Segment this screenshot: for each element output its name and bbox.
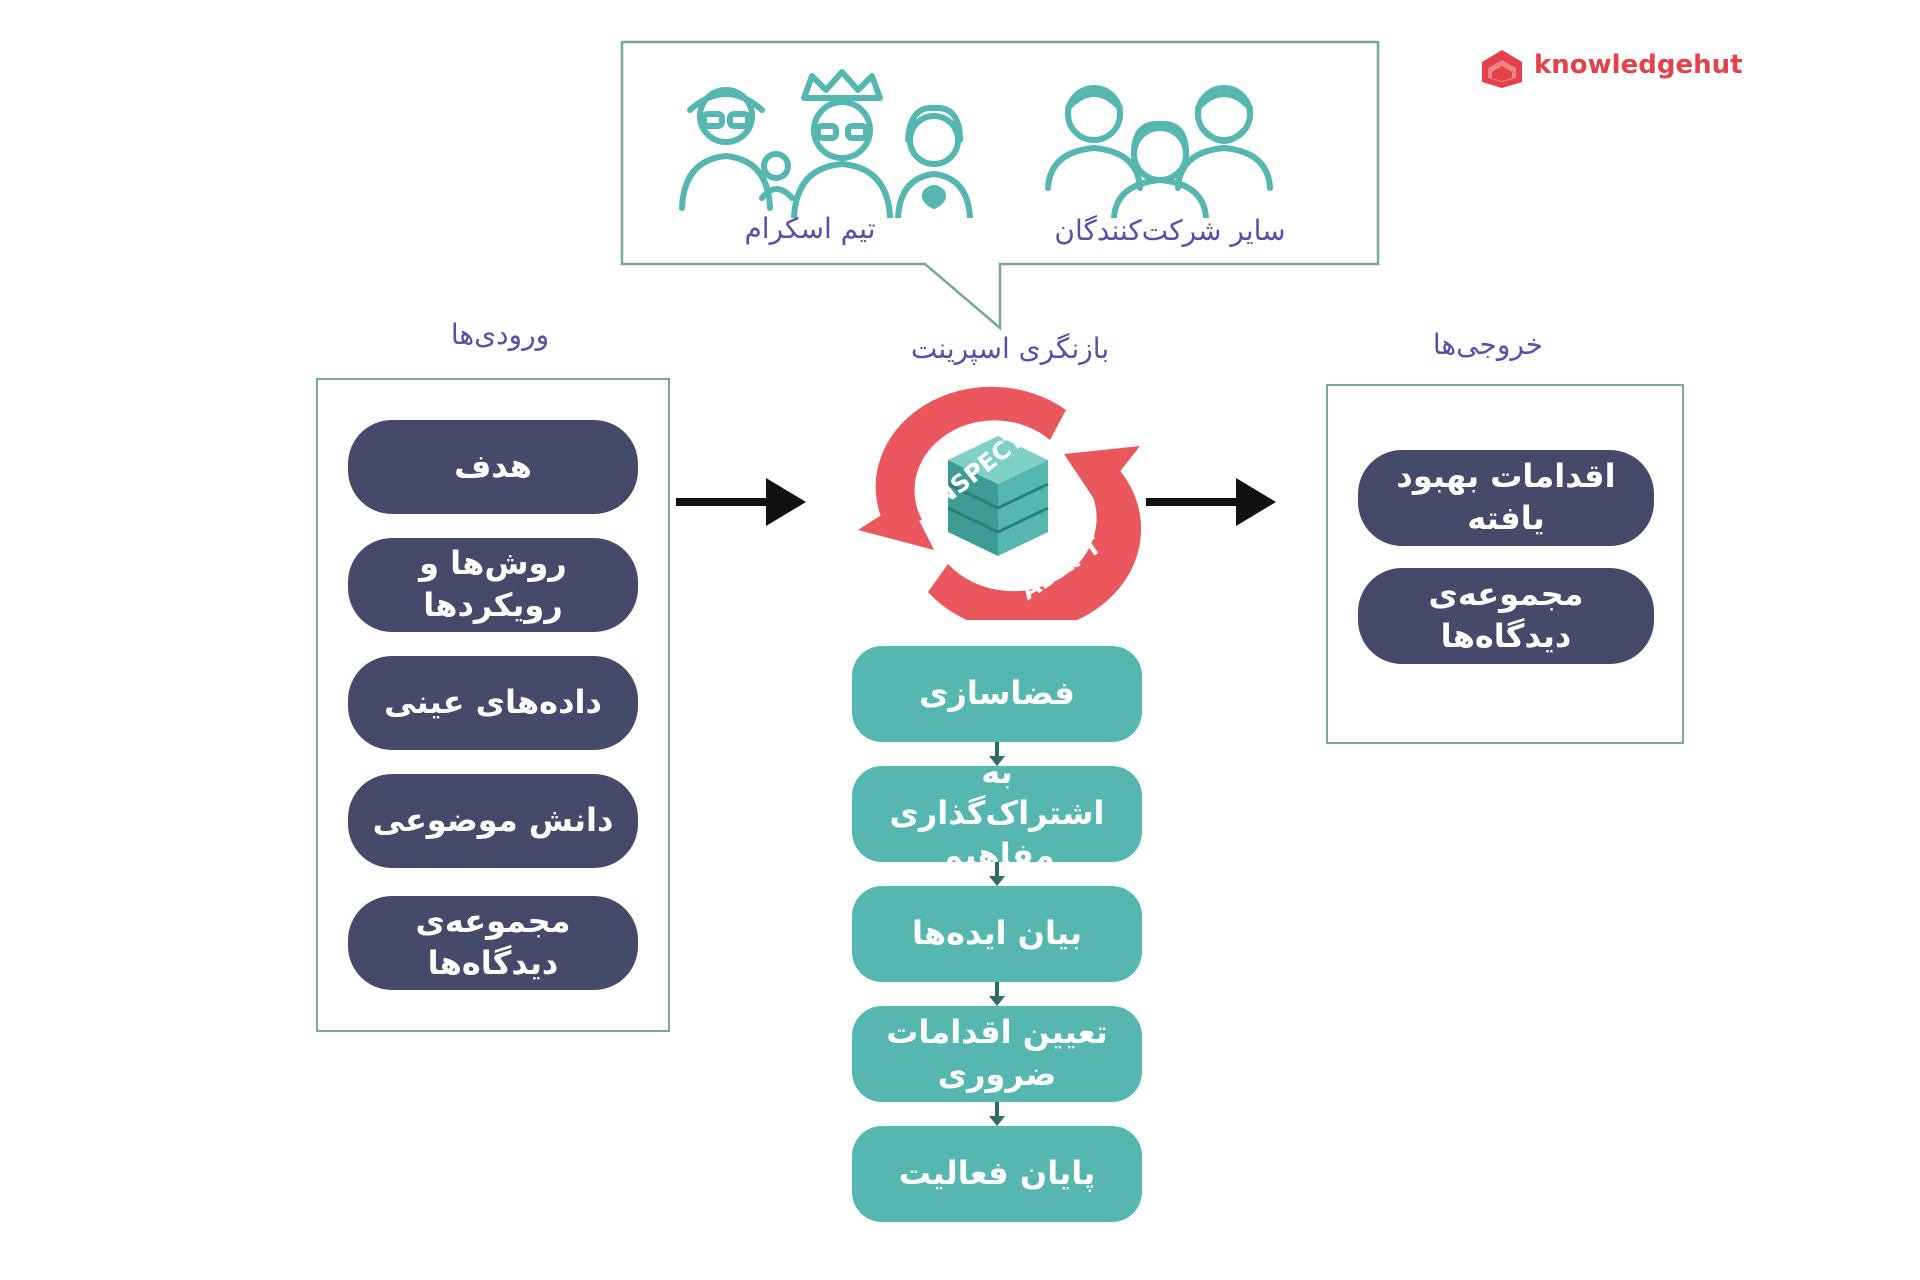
step-connector <box>989 742 1005 766</box>
center-title: بازنگری اسپرینت <box>910 332 1110 365</box>
inputs-to-retro-arrow-icon <box>766 478 806 526</box>
retro-step: تعیین اقدامات ضروری <box>852 1006 1142 1102</box>
other-participants-label: سایر شرکت‌کنندگان <box>1054 214 1286 247</box>
other-participants-people-icon <box>1045 85 1273 218</box>
input-item: هدف <box>348 420 638 514</box>
inputs-to-retro-arrow-line <box>676 498 770 506</box>
speech-bubble-outline <box>620 40 1380 331</box>
input-item: روش‌ها و رویکردها <box>348 538 638 632</box>
step-connector <box>989 982 1005 1006</box>
retro-to-outputs-arrow-line <box>1146 498 1240 506</box>
scrum-team-label: تیم اسکرام <box>744 212 876 245</box>
knowledgehut-logo-icon <box>1482 50 1522 88</box>
brand-logo: knowledgehut <box>1478 44 1743 88</box>
participants-bubble: تیم اسکرام سایر شرکت‌کنندگان <box>620 40 1380 340</box>
retro-step: فضاسازی <box>852 646 1142 742</box>
scrum-team-people-icon <box>679 69 973 218</box>
inputs-title: ورودی‌ها <box>450 318 550 351</box>
outputs-panel <box>1326 384 1684 744</box>
brand-name: knowledgehut <box>1534 50 1743 80</box>
step-connector <box>989 1102 1005 1126</box>
retro-to-outputs-arrow-icon <box>1236 478 1276 526</box>
outputs-title: خروجی‌ها <box>1432 328 1544 361</box>
retro-step: به اشتراک‌گذاری مفاهیم <box>852 753 1142 874</box>
layers-stack-icon <box>947 436 1049 556</box>
input-item: مجموعه‌ی دیدگاه‌ها <box>348 896 638 990</box>
output-item: اقدامات بهبود یافته <box>1358 450 1654 546</box>
retro-step: پایان فعالیت <box>852 1126 1142 1222</box>
input-item: دانش موضوعی <box>348 774 638 868</box>
output-item: مجموعه‌ی دیدگاه‌ها <box>1358 568 1654 664</box>
input-item: داده‌های عینی <box>348 656 638 750</box>
step-connector <box>989 862 1005 886</box>
retro-step: بیان ایده‌ها <box>852 886 1142 982</box>
inspect-adapt-cycle-icon: INSPECT ADAPT <box>858 386 1142 620</box>
